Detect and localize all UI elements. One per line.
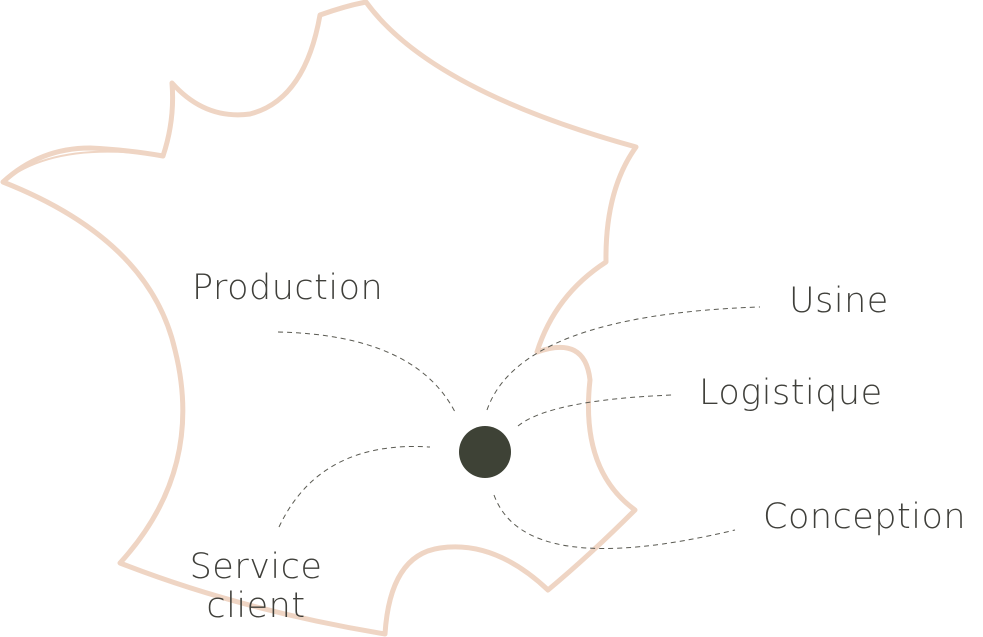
label-production: Production bbox=[192, 268, 384, 308]
label-conception: Conception bbox=[763, 497, 967, 537]
label-service-client-line2: client bbox=[206, 585, 306, 626]
connector-logistique bbox=[517, 394, 673, 427]
connector-production bbox=[277, 331, 456, 413]
france-map-outline bbox=[0, 0, 639, 637]
connector-usine bbox=[486, 306, 761, 411]
connector-service-client bbox=[278, 445, 431, 528]
label-service-client: Service client bbox=[186, 548, 326, 625]
connector-conception bbox=[493, 494, 736, 549]
label-usine: Usine bbox=[789, 281, 889, 321]
label-service-client-line1: Service bbox=[189, 547, 323, 587]
connectors bbox=[277, 306, 761, 549]
label-logistique: Logistique bbox=[699, 373, 883, 413]
central-hub-dot bbox=[459, 426, 511, 478]
